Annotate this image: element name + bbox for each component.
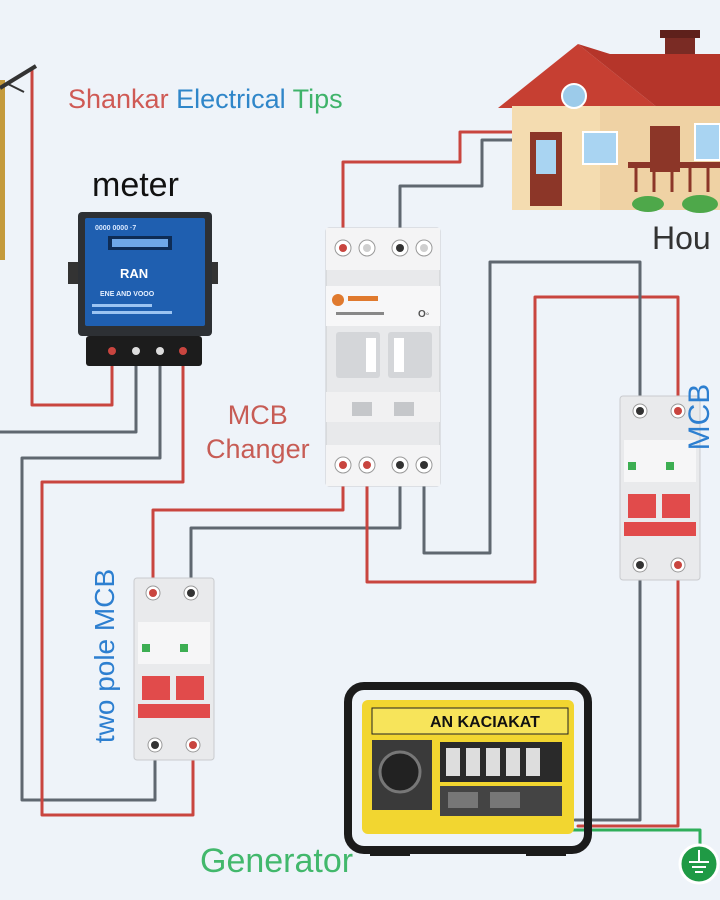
wire-generator-earth	[558, 828, 702, 852]
brand-title-part2: Electrical	[176, 84, 286, 114]
wire-supply-neutral	[0, 348, 138, 434]
right-mcb-label: MCB	[683, 383, 716, 451]
wire-changer-to-house-live	[341, 130, 522, 250]
earth-icon	[678, 843, 720, 885]
generator-icon: AN KACIAKAT	[344, 682, 592, 856]
house-label: Hou	[652, 220, 711, 256]
pole-icon	[0, 64, 38, 260]
mcb-changer-label-line1: MCB	[227, 400, 288, 430]
generator-panel-text: AN KACIAKAT	[430, 714, 540, 731]
svg-text:O◦: O◦	[418, 309, 429, 320]
brand-title-part1: Shankar	[68, 84, 169, 114]
changeover-switch-icon: O◦	[325, 227, 441, 487]
meter-label: meter	[92, 166, 179, 204]
wires	[0, 68, 702, 852]
wire-meter-to-mcb-neutral	[20, 348, 162, 802]
wire-mcb2-to-generator-live	[576, 563, 680, 828]
house-icon	[498, 30, 720, 213]
wire-mcb-to-changer-neutral	[189, 463, 402, 595]
brand-title-part3: Tips	[292, 84, 343, 114]
meter-icon: 0000 0000 ·7 RAN ENE AND VOOO	[68, 212, 218, 366]
wire-changer-to-mcb2-live	[365, 295, 680, 584]
mcb-changer-label-line2: Changer	[206, 434, 310, 464]
svg-text:ENE AND VOOO: ENE AND VOOO	[100, 291, 155, 298]
svg-text:RAN: RAN	[120, 266, 148, 281]
wire-mcb-to-changer-live	[151, 463, 345, 595]
wire-changer-to-mcb2-neutral	[422, 260, 642, 555]
wire-changer-to-house-neutral	[398, 138, 522, 250]
two-pole-mcb-label: two pole MCB	[89, 568, 120, 744]
mcb-icon-two-pole	[133, 577, 215, 761]
wire-meter-to-mcb-live	[40, 348, 195, 817]
wire-pole-to-meter-live	[30, 68, 114, 407]
wire-mcb2-to-generator-neutral	[573, 563, 642, 822]
mcb-changer-label: MCB Changer	[206, 398, 310, 466]
brand-title: Shankar Electrical Tips	[68, 84, 343, 115]
generator-label: Generator	[200, 842, 354, 880]
mcb-icon-right	[619, 395, 701, 581]
svg-text:0000 0000 ·7: 0000 0000 ·7	[95, 225, 136, 232]
